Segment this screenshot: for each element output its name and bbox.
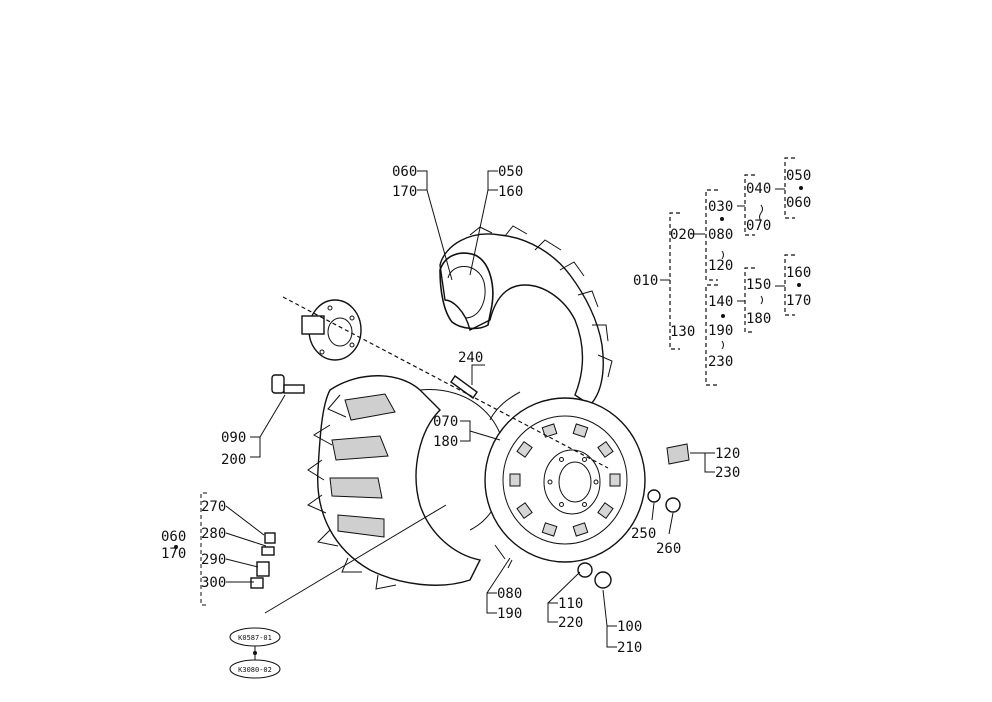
tree-030: 030	[708, 199, 733, 215]
callout-170: 170	[392, 184, 417, 200]
reference-ovals: K0587-01 K3080-02	[229, 627, 281, 679]
rim-slot	[609, 473, 621, 487]
ref-k0587: K0587-01	[238, 634, 272, 642]
callout-220: 220	[558, 615, 583, 631]
tree-070: 070	[746, 218, 771, 234]
tree-060: 060	[786, 195, 811, 211]
callout-170-b: 170	[161, 546, 186, 562]
leader-lines	[200, 170, 715, 648]
rim-slot	[572, 423, 589, 438]
tree-120: 120	[708, 258, 733, 274]
rim-slot	[597, 502, 614, 520]
tree-180: 180	[746, 311, 771, 327]
callout-230: 230	[715, 465, 740, 481]
tree-130: 130	[670, 324, 695, 340]
tree-020: 020	[670, 227, 695, 243]
callout-240: 240	[458, 350, 483, 366]
rim-bolt-hole	[559, 456, 564, 462]
callout-070: 070	[433, 414, 458, 430]
callout-270: 270	[201, 499, 226, 515]
callout-260: 260	[656, 541, 681, 557]
callout-110: 110	[558, 596, 583, 612]
callout-300: 300	[201, 575, 226, 591]
callout-120: 120	[715, 446, 740, 462]
rim-slot	[541, 522, 558, 537]
parts-tree-lines	[660, 157, 803, 386]
rim-bolt-hole	[582, 502, 587, 508]
axle-axis-line	[282, 296, 609, 469]
callout-180: 180	[433, 434, 458, 450]
callout-labels: 060 170 050 160 240 070 180 090 200 270 …	[161, 164, 740, 656]
rim-bolt-hole	[582, 456, 587, 462]
callout-060: 060	[392, 164, 417, 180]
tree-170: 170	[786, 293, 811, 309]
tree-150: 150	[746, 277, 771, 293]
stud-240	[450, 375, 478, 399]
callout-050: 050	[498, 164, 523, 180]
rim-slot	[509, 473, 521, 487]
parts-tree: 010 020 030 080 120 040 070 050 060 130 …	[633, 168, 811, 370]
callout-100: 100	[617, 619, 642, 635]
hub-flange-drawing	[301, 299, 362, 361]
rim-slot	[572, 522, 589, 537]
callout-160: 160	[498, 184, 523, 200]
rim-bolt-hole	[593, 479, 599, 485]
callout-190: 190	[497, 606, 522, 622]
leader-valve	[264, 504, 447, 614]
rear-tire-drawing	[439, 225, 613, 406]
tree-230: 230	[708, 354, 733, 370]
callout-060-b: 060	[161, 529, 186, 545]
rim-slot	[597, 440, 614, 458]
wheel-rim-drawing	[484, 391, 646, 569]
callout-250: 250	[631, 526, 656, 542]
valve-parts	[250, 532, 276, 589]
front-tire-drawing	[306, 375, 506, 590]
rim-slot	[516, 502, 533, 520]
rim-slot	[516, 440, 533, 458]
bolt-090	[271, 374, 305, 394]
callout-290: 290	[201, 552, 226, 568]
callout-280: 280	[201, 526, 226, 542]
callout-080: 080	[497, 586, 522, 602]
tree-010: 010	[633, 273, 658, 289]
callout-200: 200	[221, 452, 246, 468]
tree-080: 080	[708, 227, 733, 243]
rim-bolt-hole	[559, 502, 564, 508]
tree-050: 050	[786, 168, 811, 184]
plate-120	[666, 443, 690, 465]
tree-140: 140	[708, 294, 733, 310]
tree-190: 190	[708, 323, 733, 339]
wheel-nuts	[577, 489, 681, 589]
rim-slot	[541, 423, 558, 438]
ref-k3080: K3080-02	[238, 666, 272, 674]
callout-090: 090	[221, 430, 246, 446]
tree-040: 040	[746, 181, 771, 197]
tree-160: 160	[786, 265, 811, 281]
callout-210: 210	[617, 640, 642, 656]
rim-bolt-hole	[547, 479, 553, 485]
